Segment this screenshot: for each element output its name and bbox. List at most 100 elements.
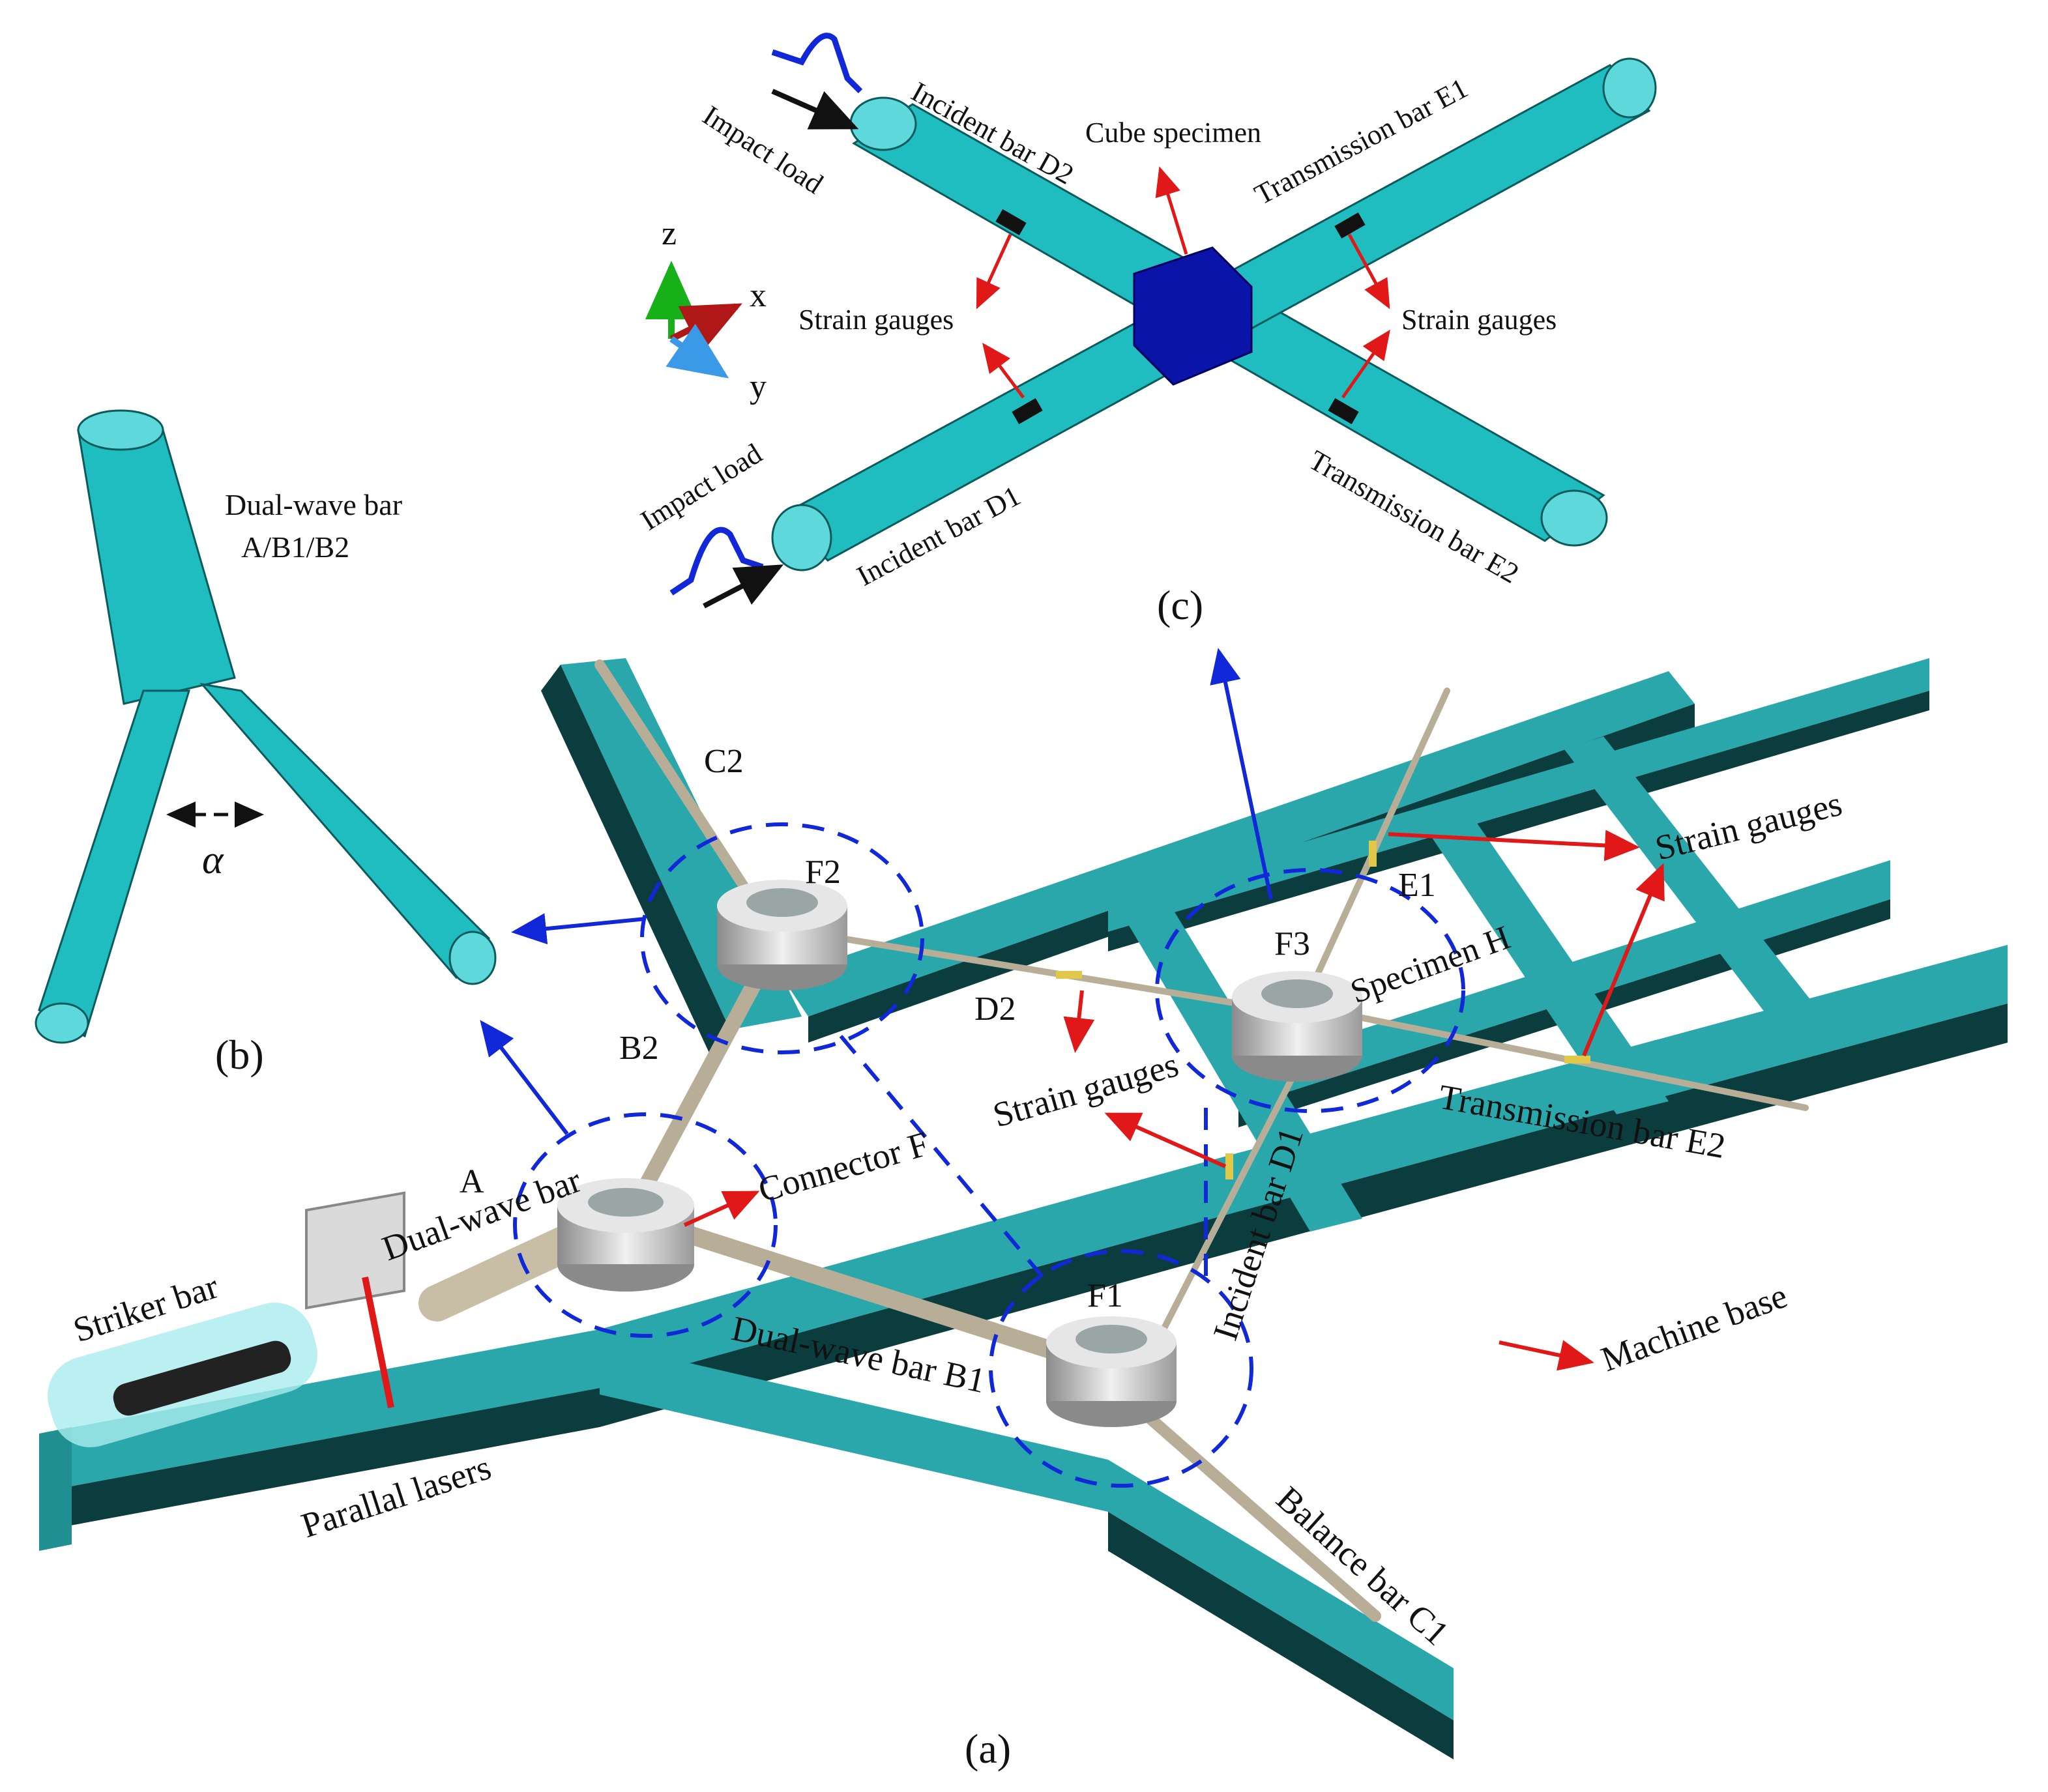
connector-f1 — [1046, 1316, 1177, 1427]
panel-label-b: (b) — [215, 1032, 264, 1078]
panel-b-bar — [35, 409, 497, 1044]
label-cube-specimen: Cube specimen — [1085, 117, 1261, 149]
arrow-e1-gauge — [1388, 830, 1640, 861]
dashed-circle-f3 — [1155, 868, 1465, 1113]
rail-lower-right-side — [1108, 1512, 1454, 1759]
cross-beam-3 — [1564, 736, 1819, 1023]
rail-top-side — [1108, 691, 1929, 951]
axis-y-line — [666, 323, 729, 379]
label-strain-gauges-left: Strain gauges — [798, 304, 954, 336]
dashed-link-1 — [839, 1035, 1045, 1279]
pulse-bottom — [669, 527, 764, 596]
label-e1: E1 — [1398, 867, 1436, 904]
panel-c-bars — [771, 57, 1657, 571]
label-axis-z: z — [662, 215, 677, 252]
bar-d1-end — [771, 504, 832, 571]
label-impact-load-bottom: Impact load — [635, 437, 767, 536]
arrow-impact-bottom — [703, 564, 784, 609]
arrow-d2-gauge — [1063, 990, 1095, 1053]
label-b2: B2 — [619, 1030, 659, 1067]
laser-wire — [362, 1277, 394, 1408]
axis-x-line — [669, 303, 742, 353]
arrow-gauge-d1 — [982, 343, 1025, 399]
bar-e2-end — [1540, 489, 1608, 547]
label-f2: F2 — [805, 854, 841, 891]
label-f3: F3 — [1274, 925, 1310, 962]
panel-label-a: (a) — [965, 1726, 1011, 1772]
laser-box — [305, 1191, 405, 1310]
bar-e1-end — [1602, 57, 1657, 119]
rail-main-top — [39, 945, 2008, 1492]
label-axis-x: x — [750, 277, 767, 314]
cross-beam-2 — [1421, 808, 1669, 1114]
label-c2: C2 — [704, 743, 744, 780]
rod-c2-b2 — [594, 659, 774, 931]
dashed-circle-f1 — [989, 1249, 1253, 1488]
bar-d2-end — [849, 96, 917, 151]
label-strain-gauges-top: Strain gauges — [1651, 784, 1845, 868]
arrow-gauge-e2 — [1341, 329, 1390, 399]
label-alpha: α — [202, 838, 224, 882]
rod-d1 — [1157, 1052, 1307, 1339]
label-strain-gauges-mid: Strain gauges — [989, 1045, 1183, 1134]
dashed-highlights — [513, 822, 1465, 1488]
label-dual-wave-bar-b: Dual-wave bar — [225, 488, 402, 521]
dual-wave-bar-branch-right — [199, 682, 491, 979]
gauge-e1 — [1334, 212, 1366, 239]
gauge-e2 — [1328, 397, 1359, 425]
arrow-connector — [683, 1191, 760, 1227]
dual-wave-bar-branch-left — [38, 689, 191, 1038]
rod-d2 — [798, 929, 1281, 1013]
panel-label-c: (c) — [1157, 582, 1203, 628]
machine-base-frame — [39, 658, 2008, 1759]
dashed-circle-f2 — [640, 822, 924, 1054]
gauge-markers-a — [1056, 841, 1590, 1179]
gauge-d1 — [1012, 397, 1043, 425]
rail-upper-left-side — [541, 665, 730, 1056]
rail-top — [1108, 658, 1929, 932]
arrow-impact-top — [771, 89, 859, 130]
rail-lower-right — [600, 1342, 1454, 1720]
labels-panel-b: Dual-wave bar A/B1/B2 α (b) — [202, 488, 402, 1078]
dual-wave-bar-top — [77, 409, 164, 451]
label-d2: D2 — [974, 990, 1016, 1028]
label-connector-f: Connector F — [754, 1124, 933, 1210]
arrow-a-to-b — [480, 1020, 569, 1135]
rail-upper-long — [782, 671, 1695, 1017]
rod-e1 — [1307, 687, 1450, 994]
arrow-d1-gauge — [1104, 1112, 1227, 1168]
label-a: A — [460, 1163, 484, 1200]
arrow-cube — [1155, 166, 1188, 255]
label-f1: F1 — [1087, 1277, 1123, 1314]
panel-c-arrows — [703, 89, 1390, 609]
label-machine-base: Machine base — [1596, 1276, 1792, 1379]
gauge-d2 — [995, 209, 1027, 236]
dual-wave-bar-branch-left-end — [35, 1002, 89, 1044]
panel-a-arrows — [480, 648, 1665, 1371]
arrow-machine-base — [1499, 1340, 1594, 1371]
pulse-top — [771, 33, 863, 94]
label-axis-y: y — [750, 368, 767, 405]
arrow-f3-to-c — [1210, 648, 1273, 900]
rod-b1 — [630, 1209, 1098, 1371]
arrow-gauge-e1 — [1347, 233, 1390, 310]
dual-wave-bar-branch-right-end — [448, 931, 497, 985]
arrow-gauge-d2 — [976, 233, 1012, 310]
label-impact-load-top: Impact load — [697, 99, 829, 200]
connector-f2 — [717, 880, 847, 990]
connector-f3 — [1232, 971, 1362, 1082]
connectors — [557, 880, 1362, 1427]
arrow-f2-to-b — [511, 913, 646, 945]
dashed-circle-a — [513, 1112, 778, 1338]
striker-core — [113, 1340, 291, 1416]
label-a-b1-b2: A/B1/B2 — [241, 530, 349, 564]
cube-specimen — [1133, 246, 1253, 386]
label-strain-gauges-right: Strain gauges — [1401, 304, 1557, 336]
dual-wave-bar-main — [77, 429, 236, 705]
impact-pulses — [669, 33, 863, 596]
connector-a — [557, 1178, 694, 1292]
rail-left-end — [39, 1427, 72, 1551]
arrow-e2-gauge — [1582, 863, 1665, 1057]
